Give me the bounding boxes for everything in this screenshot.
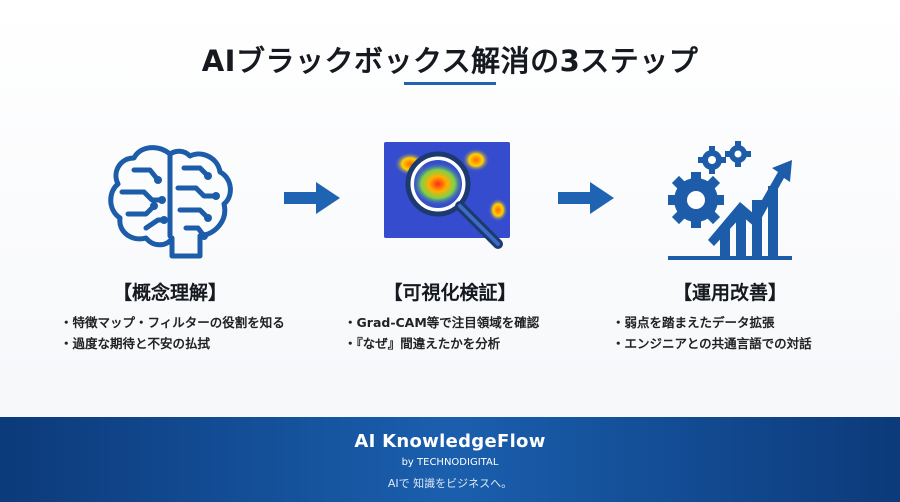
step-title: 【運用改善】: [672, 282, 787, 304]
page-title: AIブラックボックス解消の3ステップ: [201, 44, 699, 78]
bullet-list: 弱点を踏まえたデータ拡張 エンジニアとの共通言語での対話: [612, 312, 872, 354]
arrow-right-icon: [558, 182, 614, 214]
arrow-right-icon: [284, 182, 340, 214]
gears-growth-chart-icon: [668, 141, 792, 260]
heatmap-magnifier-icon: [384, 142, 510, 249]
bullet-list: 特徴マップ・フィルターの役割を知る 過度な期待と不安の払拭: [60, 312, 320, 354]
title-underline: [404, 82, 496, 85]
bullet-item: Grad-CAM等で注目領域を確認: [344, 312, 604, 333]
brand-tagline: AIで 知識をビジネスへ。: [387, 477, 513, 490]
bullet-item: 『なぜ』間違えたかを分析: [344, 333, 604, 354]
bullet-item: 特徴マップ・フィルターの役割を知る: [60, 312, 320, 333]
brand-byline: by TECHNODIGITAL: [401, 457, 499, 468]
brain-circuit-icon: [108, 145, 233, 259]
step-title: 【可視化検証】: [383, 282, 517, 304]
bullet-item: 弱点を踏まえたデータ拡張: [612, 312, 872, 333]
bullet-item: 過度な期待と不安の払拭: [60, 333, 320, 354]
bullet-list: Grad-CAM等で注目領域を確認 『なぜ』間違えたかを分析: [344, 312, 604, 354]
footer-banner: AI KnowledgeFlow by TECHNODIGITAL AIで 知識…: [0, 417, 900, 502]
brand-name: AI KnowledgeFlow: [354, 431, 546, 452]
bullet-item: エンジニアとの共通言語での対話: [612, 333, 872, 354]
step-title: 【概念理解】: [112, 282, 227, 304]
